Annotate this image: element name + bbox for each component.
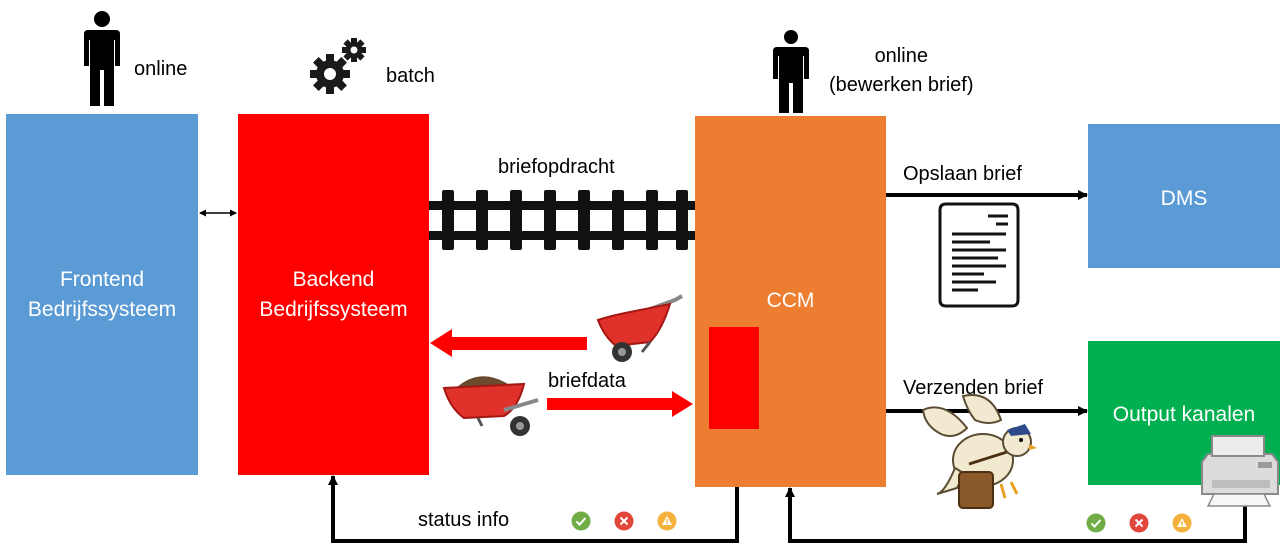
full-wheelbarrow-icon (442, 376, 539, 436)
warning-icon (657, 511, 677, 531)
backend-label: Backend Bedrijfssysteem (259, 268, 408, 321)
document-icon (938, 202, 1020, 308)
status-info-arrow (328, 475, 739, 543)
person-icon (773, 30, 809, 113)
check-icon (571, 511, 591, 531)
opslaan-label: Opslaan brief (903, 163, 1022, 185)
check-icon (1086, 513, 1106, 533)
printer-icon (1201, 435, 1279, 507)
railway-track-icon (428, 190, 696, 250)
carrier-pigeon-icon (921, 394, 1037, 509)
briefdata-red-arrow (547, 391, 693, 417)
return-red-arrow (430, 329, 587, 357)
ccm-label: CCM (766, 289, 815, 312)
frontend-label: Frontend Bedrijfssysteem (27, 268, 177, 321)
briefopdracht-label: briefopdracht (498, 156, 615, 178)
empty-wheelbarrow-icon (596, 294, 683, 362)
ccm-actor-label: online (bewerken brief) (829, 45, 974, 96)
backend-box: Backend Bedrijfssysteem (238, 114, 429, 475)
backend-actor-label: batch (386, 65, 435, 87)
briefdata-label: briefdata (548, 370, 626, 392)
person-icon (84, 11, 120, 106)
status-info-label: status info (418, 509, 510, 531)
dms-box: DMS (1088, 124, 1280, 268)
gears-icon (310, 38, 366, 94)
ccm-box: CCM (695, 116, 886, 487)
frontend-box: Frontend Bedrijfssysteem (6, 114, 198, 475)
output-label: Output kanalen (1112, 403, 1256, 426)
ccm-inner-red-block (709, 327, 759, 429)
cross-icon (1129, 513, 1149, 533)
verzenden-label: Verzenden brief (903, 377, 1044, 399)
dms-label: DMS (1160, 187, 1208, 210)
cross-icon (614, 511, 634, 531)
warning-icon (1172, 513, 1192, 533)
output-status-arrow (785, 487, 1247, 543)
frontend-actor-label: online (134, 58, 188, 80)
